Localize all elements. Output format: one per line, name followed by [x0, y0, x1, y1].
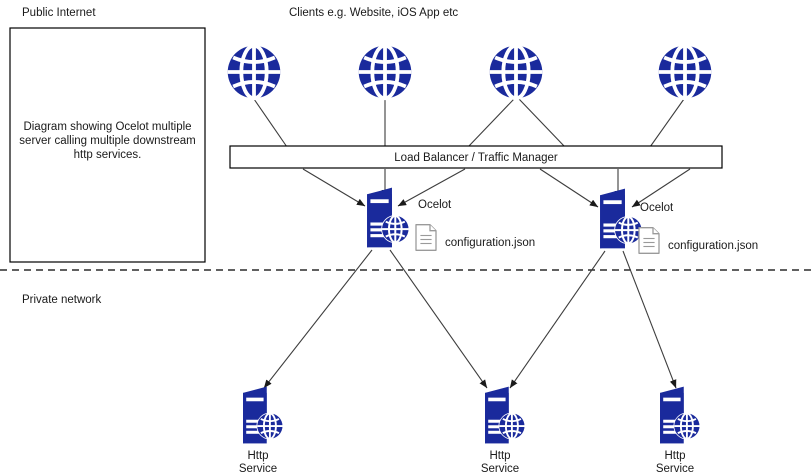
client-nodes	[225, 43, 714, 101]
note-line-2: server calling multiple downstream	[19, 135, 195, 147]
http-service-label-3-line2: Service	[656, 463, 694, 474]
ocelot-node-2[interactable]: Ocelot configuration.json	[599, 187, 758, 254]
http-service-label-2-line2: Service	[481, 463, 519, 474]
configuration-label-1: configuration.json	[445, 237, 535, 249]
http-service-server-globe-icon-1[interactable]	[242, 385, 285, 445]
configuration-label-2: configuration.json	[668, 240, 758, 252]
ocelot-server-globe-icon-1[interactable]	[366, 186, 411, 249]
client-globe-icon-1[interactable]	[225, 43, 283, 101]
public-internet-label: Public Internet	[22, 7, 96, 19]
client-globe-icon-2[interactable]	[356, 43, 414, 101]
http-service-node-2[interactable]: Http Service	[481, 385, 527, 474]
loadbalancer-to-ocelot-edges	[302, 168, 691, 208]
clients-caption: Clients e.g. Website, iOS App etc	[289, 7, 458, 19]
configuration-document-icon-2[interactable]	[638, 227, 660, 254]
ocelot-to-service-edges	[263, 249, 677, 389]
ocelot-node-1[interactable]: Ocelot configuration.json	[366, 186, 535, 251]
http-service-node-1[interactable]: Http Service	[239, 385, 285, 474]
client-globe-icon-4[interactable]	[656, 43, 714, 101]
ocelot-label-2: Ocelot	[640, 202, 674, 214]
http-service-label-3-line1: Http	[664, 450, 685, 462]
configuration-document-icon-1[interactable]	[415, 224, 437, 251]
load-balancer-label: Load Balancer / Traffic Manager	[394, 152, 558, 164]
http-service-server-globe-icon-3[interactable]	[659, 385, 702, 445]
client-to-loadbalancer-edges	[253, 98, 685, 148]
note-line-3: http services.	[74, 149, 142, 161]
load-balancer-node[interactable]: Load Balancer / Traffic Manager	[229, 145, 723, 169]
note-box: Diagram showing Ocelot multiple server c…	[9, 27, 206, 263]
client-globe-icon-3[interactable]	[487, 43, 545, 101]
http-service-label-1-line2: Service	[239, 463, 277, 474]
http-service-server-globe-icon-2[interactable]	[484, 385, 527, 445]
http-service-node-3[interactable]: Http Service	[656, 385, 702, 474]
http-service-label-2-line1: Http	[489, 450, 510, 462]
ocelot-label-1: Ocelot	[418, 199, 452, 211]
private-network-label: Private network	[22, 294, 102, 306]
http-service-label-1-line1: Http	[247, 450, 268, 462]
note-line-1: Diagram showing Ocelot multiple	[23, 121, 191, 133]
ocelot-server-globe-icon-2[interactable]	[599, 187, 644, 250]
